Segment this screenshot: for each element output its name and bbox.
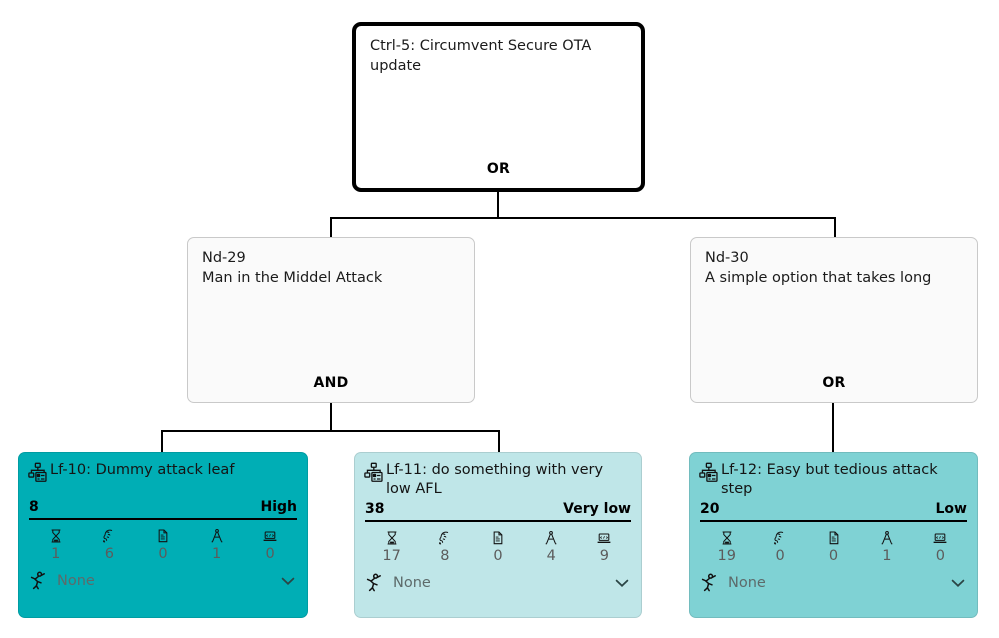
leaf-lf-11-title: Lf-11: do something with very low AFL [386, 462, 604, 497]
metric-value: 4 [546, 548, 556, 564]
metric-value: 1 [51, 546, 61, 562]
running-person-icon [27, 570, 49, 592]
leaf-lf-11-rating: Very low [563, 501, 631, 517]
leaf-lf-11-metric-icons [365, 527, 631, 547]
leaf-card-lf-12[interactable]: Lf-12: Easy but tedious attack step 20 L… [689, 452, 978, 618]
document-icon [136, 526, 190, 545]
leaf-lf-12-score: 20 [700, 501, 720, 517]
metric-value: 9 [599, 548, 610, 564]
laptop-icon [243, 526, 297, 545]
edge-nd29-to-lf11 [498, 430, 500, 453]
leaf-card-lf-10[interactable]: Lf-10: Dummy attack leaf 8 High [18, 452, 308, 618]
leaf-lf-12-footer-label: None [728, 575, 766, 591]
metric-value: 1 [882, 548, 892, 564]
leaf-lf-12-rating: Low [935, 501, 967, 517]
leaf-lf-10-rating: High [260, 499, 297, 515]
leaf-lf-12-header: Lf-12: Easy but tedious attack step [698, 461, 967, 499]
network-node-icon [698, 462, 720, 483]
leaf-lf-11-score: 38 [365, 501, 385, 517]
node-nd-30-label: A simple option that takes long [705, 270, 932, 286]
node-nd-30-title: Nd-30 A simple option that takes long [705, 248, 965, 288]
leaf-lf-12-metric-icons [700, 527, 967, 547]
running-person-icon [363, 572, 385, 594]
laptop-icon [578, 528, 631, 547]
document-icon [471, 528, 524, 547]
metric-value: 6 [104, 546, 114, 562]
brain-knowledge-icon [418, 528, 471, 547]
metric-value: 8 [440, 548, 450, 564]
edge-nd30-to-lf12 [832, 403, 834, 453]
hourglass-icon [700, 528, 753, 547]
brain-knowledge-icon [83, 526, 137, 545]
leaf-lf-10-footer-label: None [57, 573, 95, 589]
metric-value: 0 [775, 548, 785, 564]
leaf-lf-11-metric-values: 17 8 0 4 9 [365, 548, 631, 564]
chevron-down-icon[interactable] [613, 574, 631, 592]
edge-root-to-nd30 [834, 217, 836, 237]
leaf-lf-12-footer[interactable]: None [698, 570, 967, 596]
node-nd-29-label: Man in the Middel Attack [202, 270, 383, 286]
root-node-ctrl-5[interactable]: Ctrl-5: Circumvent Secure OTA update OR [352, 22, 645, 192]
leaf-card-lf-11[interactable]: Lf-11: do something with very low AFL 38… [354, 452, 642, 618]
compass-icon [860, 528, 913, 547]
edge-nd29-bus [162, 430, 500, 432]
leaf-lf-12-title: Lf-12: Easy but tedious attack step [721, 462, 938, 497]
metric-value: 0 [935, 548, 945, 564]
leaf-lf-12-metric-values: 19 0 0 1 0 [700, 548, 967, 564]
leaf-lf-10-title: Lf-10: Dummy attack leaf [50, 462, 235, 478]
root-node-operator: OR [486, 161, 511, 177]
metric-value: 0 [828, 548, 839, 564]
metric-value: 0 [265, 546, 275, 562]
running-person-icon [698, 572, 720, 594]
hourglass-icon [365, 528, 418, 547]
metric-value: 17 [382, 548, 401, 564]
metric-value: 0 [493, 548, 503, 564]
edge-root-to-nd29 [330, 217, 332, 237]
document-icon [807, 528, 860, 547]
leaf-lf-10-metric-icons [29, 525, 297, 545]
metric-value: 1 [211, 546, 222, 562]
leaf-lf-10-header: Lf-10: Dummy attack leaf [27, 461, 297, 497]
node-nd-30-operator: OR [822, 375, 846, 391]
hourglass-icon [29, 526, 83, 545]
node-nd-30[interactable]: Nd-30 A simple option that takes long OR [690, 237, 978, 403]
compass-icon [525, 528, 578, 547]
chevron-down-icon[interactable] [949, 574, 967, 592]
edge-nd29-to-lf10 [161, 430, 163, 453]
edge-nd29-stem [330, 403, 332, 431]
root-node-title: Ctrl-5: Circumvent Secure OTA update [370, 38, 592, 74]
chevron-down-icon[interactable] [279, 572, 297, 590]
leaf-lf-12-score-row: 20 Low [700, 501, 967, 522]
node-nd-29-operator: AND [313, 375, 349, 391]
metric-value: 19 [717, 548, 736, 564]
node-nd-29-id: Nd-29 [202, 250, 246, 266]
leaf-lf-10-footer[interactable]: None [27, 568, 297, 594]
node-nd-30-id: Nd-30 [705, 250, 749, 266]
laptop-icon [914, 528, 967, 547]
leaf-lf-10-metric-values: 1 6 0 1 0 [29, 546, 297, 562]
network-node-icon [363, 462, 385, 483]
leaf-lf-10-score-row: 8 High [29, 499, 297, 520]
edge-root-stem [497, 192, 499, 218]
metric-value: 0 [158, 546, 168, 562]
network-node-icon [27, 462, 49, 483]
leaf-lf-11-header: Lf-11: do something with very low AFL [363, 461, 631, 499]
leaf-lf-11-score-row: 38 Very low [365, 501, 631, 522]
edge-root-bus [331, 217, 836, 219]
leaf-lf-10-score: 8 [29, 499, 39, 515]
brain-knowledge-icon [753, 528, 806, 547]
leaf-lf-11-footer-label: None [393, 575, 431, 591]
leaf-lf-11-footer[interactable]: None [363, 570, 631, 596]
compass-icon [190, 526, 244, 545]
